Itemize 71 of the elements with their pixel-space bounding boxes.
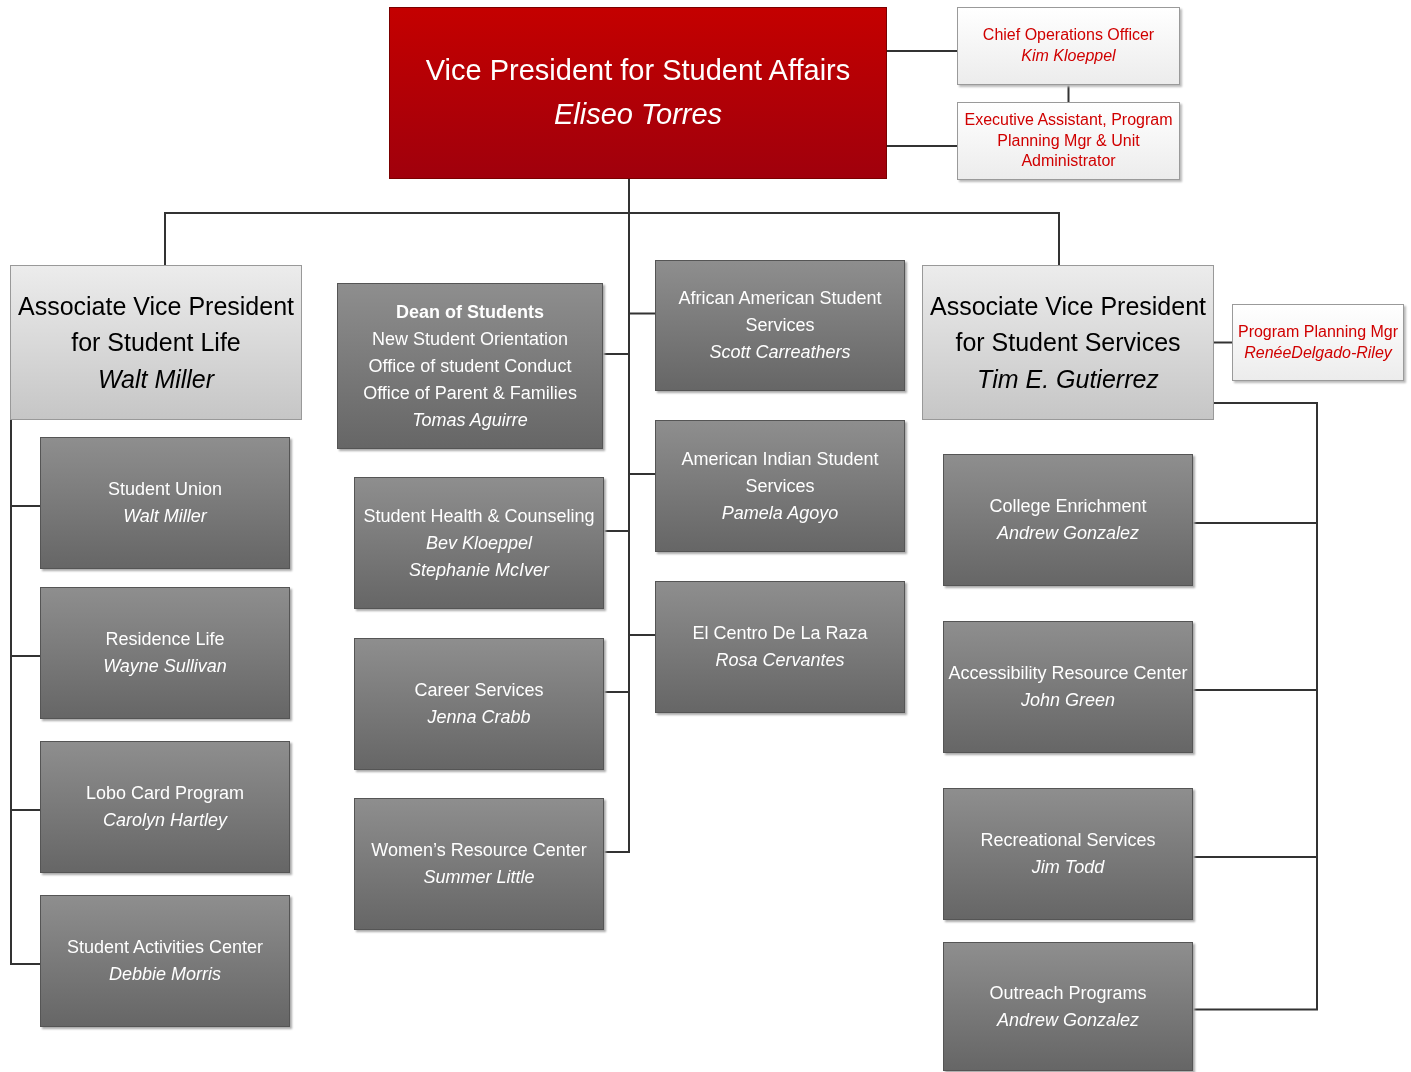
unit-title: Office of Parent & Families	[363, 381, 577, 405]
unit-title: Accessibility Resource Center	[948, 662, 1188, 685]
department-box	[655, 581, 905, 713]
person-name: Kim Kloeppel	[1021, 46, 1116, 66]
department-box	[943, 621, 1193, 753]
person-name: Andrew Gonzalez	[996, 522, 1140, 545]
unit-title: Student Union	[107, 478, 223, 501]
person-name: Debbie Morris	[108, 963, 221, 986]
department-box	[943, 942, 1193, 1071]
unit-title: El Centro De La Raza	[692, 622, 868, 645]
person-name: Tim E. Gutierrez	[977, 363, 1159, 395]
unit-title: New Student Orientation	[371, 327, 569, 351]
department-box	[655, 420, 905, 552]
unit-title: Vice President for Student Affairs	[425, 53, 851, 89]
department-box	[40, 587, 290, 719]
unit-title: Residence Life	[105, 628, 225, 651]
department-box	[943, 788, 1193, 920]
connector-line	[886, 50, 958, 52]
staff-box	[1232, 304, 1404, 381]
department-box	[337, 283, 603, 449]
unit-title: Program Planning Mgr	[1237, 321, 1399, 342]
person-name: Stephanie McIver	[408, 558, 550, 582]
department-box	[40, 437, 290, 569]
person-name: Scott Carreathers	[709, 341, 851, 364]
unit-title: Recreational Services	[980, 829, 1156, 852]
unit-title: American Indian Student Services	[680, 447, 880, 498]
person-name: Jenna Crabb	[427, 706, 531, 729]
unit-title: Outreach Programs	[989, 981, 1147, 1005]
person-name: Pamela Agoyo	[721, 501, 839, 525]
unit-title: Student Activities Center	[66, 936, 264, 959]
unit-title: Associate Vice President for Student Services	[928, 291, 1208, 359]
executive-box	[389, 7, 887, 179]
person-name: RenéeDelgado-Riley	[1244, 342, 1392, 363]
staff-box	[957, 7, 1180, 85]
person-name: Carolyn Hartley	[102, 809, 227, 832]
department-box	[40, 741, 290, 873]
unit-title: African American Student Services	[677, 287, 883, 337]
person-name: Bev Kloeppel	[425, 531, 533, 555]
connector-line	[886, 145, 958, 147]
department-box	[354, 798, 604, 930]
department-box	[943, 454, 1193, 586]
person-name: Andrew Gonzalez	[996, 1008, 1140, 1032]
unit-title: Women’s Resource Center	[371, 839, 587, 862]
person-name: Summer Little	[423, 866, 535, 889]
unit-title: College Enrichment	[989, 495, 1147, 518]
person-name: Walt Miller	[97, 363, 215, 395]
unit-title: Student Health & Counseling	[363, 504, 595, 528]
person-name: Wayne Sullivan	[103, 655, 227, 678]
unit-title: Associate Vice President for Student Life	[16, 291, 296, 359]
unit-title: Chief Operations Officer	[982, 25, 1155, 46]
unit-title: Career Services	[414, 679, 544, 702]
person-name: Rosa Cervantes	[715, 649, 845, 672]
connector-line	[1192, 402, 1318, 1011]
associate-box	[10, 265, 302, 420]
unit-title: Lobo Card Program	[85, 782, 245, 805]
department-box	[354, 638, 604, 770]
department-box	[40, 895, 290, 1027]
person-name: Walt Miller	[123, 505, 207, 528]
staff-box	[957, 102, 1180, 180]
associate-box	[922, 265, 1214, 420]
department-box	[655, 260, 905, 391]
person-name: Jim Todd	[1031, 856, 1105, 879]
unit-heading: Dean of Students	[396, 300, 544, 324]
person-name: Tomas Aguirre	[412, 408, 528, 432]
connector-line	[1067, 84, 1070, 103]
person-name: Eliseo Torres	[553, 97, 723, 132]
unit-title: Executive Assistant, Program Planning Mgr & Unit Administrator	[963, 109, 1174, 172]
person-name: John Green	[1020, 689, 1116, 712]
department-box	[354, 477, 604, 609]
connector-line	[1213, 341, 1233, 344]
unit-title: Office of student Conduct	[368, 354, 572, 378]
